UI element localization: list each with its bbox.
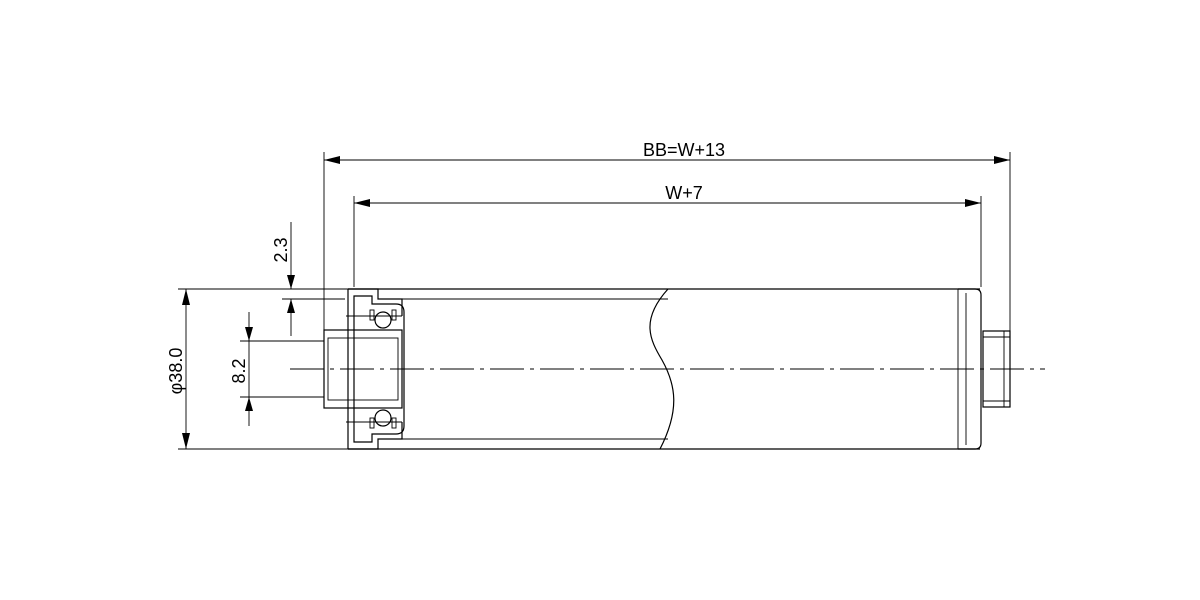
- dim-flange-step: 2.3: [271, 222, 348, 336]
- dim-tube-length-label: W+7: [665, 183, 703, 203]
- bearing-ball-bottom: [374, 409, 392, 427]
- dim-flange-step-label: 2.3: [271, 237, 291, 262]
- dim-overall-length: BB=W+13: [323, 140, 1011, 331]
- dim-outer-diameter-label: φ38.0: [166, 348, 186, 395]
- dim-bore-label: 8.2: [229, 358, 249, 383]
- dim-tube-length: W+7: [353, 183, 982, 287]
- dim-bore: 8.2: [229, 312, 324, 426]
- bearing-ball-top: [374, 311, 392, 329]
- dim-overall-length-label: BB=W+13: [643, 140, 725, 160]
- dim-outer-diameter: φ38.0: [166, 288, 348, 450]
